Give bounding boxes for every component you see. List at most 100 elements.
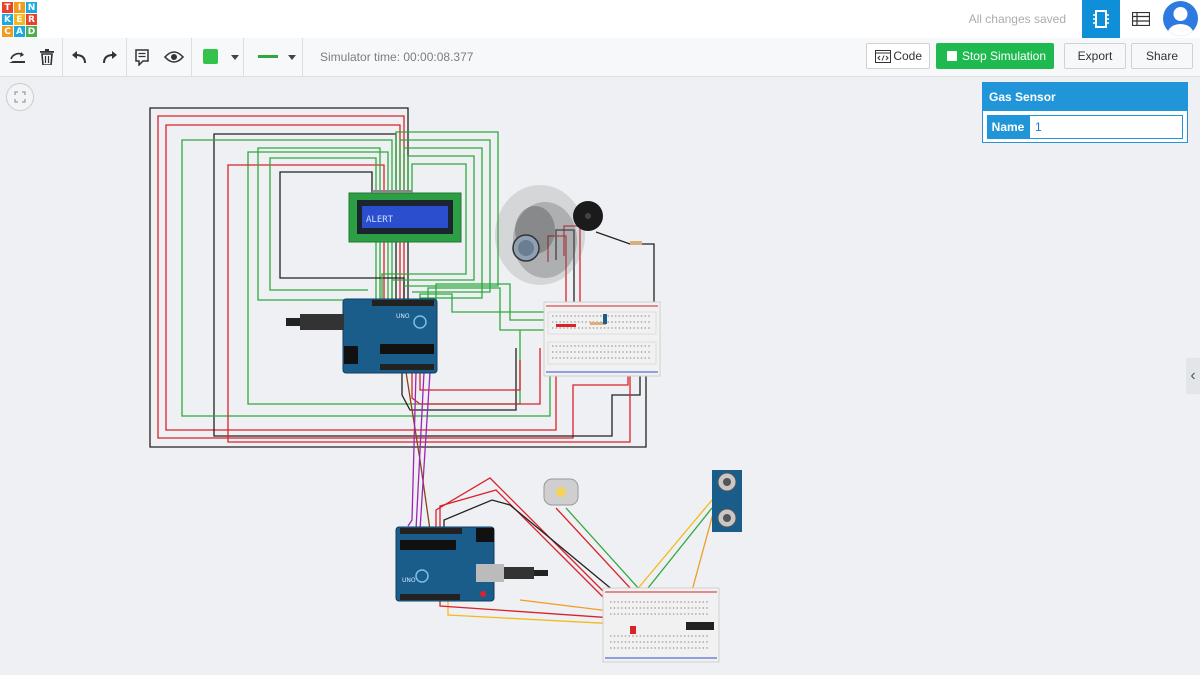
capacitor[interactable] xyxy=(603,314,607,324)
component-list-button[interactable] xyxy=(1122,0,1160,38)
chevron-down-icon[interactable] xyxy=(288,55,296,60)
wire[interactable] xyxy=(639,507,713,599)
export-label: Export xyxy=(1077,49,1113,63)
logo-letter: K xyxy=(2,14,13,25)
motor-driver-chip[interactable] xyxy=(686,622,714,630)
logo-letter: A xyxy=(14,26,25,37)
wire[interactable] xyxy=(547,235,567,312)
chevron-down-icon[interactable] xyxy=(231,55,239,60)
wire[interactable] xyxy=(399,139,491,293)
wire[interactable] xyxy=(401,348,517,411)
wire[interactable] xyxy=(395,131,499,287)
lcd-display[interactable]: ALERT xyxy=(348,190,462,243)
toolbar-divider xyxy=(62,38,63,76)
code-button[interactable]: Code xyxy=(866,43,930,69)
undo-icon xyxy=(72,51,86,64)
code-icon xyxy=(875,50,891,63)
visibility-icon xyxy=(164,51,184,63)
name-label: Name xyxy=(987,115,1029,139)
wire[interactable] xyxy=(279,171,405,300)
wire[interactable] xyxy=(419,360,521,391)
dc-motor[interactable] xyxy=(543,478,579,506)
gas-sensor[interactable] xyxy=(512,234,540,262)
svg-text:UNO: UNO xyxy=(396,313,410,320)
breadboard-top[interactable] xyxy=(543,301,661,377)
wire[interactable] xyxy=(435,283,580,321)
breadboard-bottom[interactable] xyxy=(602,587,720,663)
toolbar-divider xyxy=(126,38,127,76)
redo-icon xyxy=(103,51,117,64)
visibility-button[interactable] xyxy=(162,45,186,69)
wire[interactable] xyxy=(439,489,605,599)
wire[interactable] xyxy=(405,371,431,531)
piezo-buzzer[interactable] xyxy=(573,201,603,231)
logo-letter: I xyxy=(14,2,25,13)
lcd-text: ALERT xyxy=(366,215,394,225)
arduino-uno-top[interactable]: UNO xyxy=(286,298,438,374)
inspector-title: Gas Sensor xyxy=(983,83,1187,111)
wire[interactable] xyxy=(629,499,713,599)
notes-button[interactable] xyxy=(130,45,154,69)
editor-toolbar: Simulator time: 00:00:08.377 Code Stop S… xyxy=(0,38,1200,77)
top-bar: T I N K E R C A D All changes saved xyxy=(0,0,1200,39)
delete-button[interactable] xyxy=(35,45,59,69)
wire[interactable] xyxy=(563,225,581,310)
wire[interactable] xyxy=(565,507,641,591)
fit-view-button[interactable] xyxy=(6,83,34,111)
wire[interactable] xyxy=(419,293,560,313)
wire[interactable] xyxy=(407,371,417,527)
rotate-button[interactable] xyxy=(5,45,29,69)
wire[interactable] xyxy=(427,287,604,331)
toolbar-divider xyxy=(302,38,303,76)
delete-icon xyxy=(40,49,54,65)
wire[interactable] xyxy=(595,231,655,304)
stop-simulation-button[interactable]: Stop Simulation xyxy=(936,43,1054,69)
component-list-icon xyxy=(1132,12,1150,26)
wire-style-picker[interactable] xyxy=(258,55,278,58)
circuit-canvas[interactable]: ALERT UNO xyxy=(0,77,1200,675)
resistor[interactable] xyxy=(590,322,606,325)
save-status: All changes saved xyxy=(968,12,1066,26)
wire[interactable] xyxy=(227,164,631,443)
user-avatar[interactable] xyxy=(1163,1,1198,36)
circuit-view-icon xyxy=(1093,10,1109,28)
wire[interactable] xyxy=(555,229,575,310)
share-label: Share xyxy=(1145,49,1179,63)
wire[interactable] xyxy=(157,115,629,439)
ultrasonic-sensor[interactable] xyxy=(712,470,742,532)
logo-letter: N xyxy=(26,2,37,13)
wire[interactable] xyxy=(411,348,541,405)
wire[interactable] xyxy=(415,371,425,531)
tinkercad-logo[interactable]: T I N K E R C A D xyxy=(2,2,37,37)
logo-letter: T xyxy=(2,2,13,13)
notes-icon xyxy=(135,48,149,66)
undo-button[interactable] xyxy=(67,45,91,69)
wire[interactable] xyxy=(247,151,521,405)
logo-letter: E xyxy=(14,14,25,25)
name-input[interactable]: 1 xyxy=(1029,115,1183,139)
wire[interactable] xyxy=(403,147,483,299)
toolbar-divider xyxy=(191,38,192,76)
wire[interactable] xyxy=(181,139,551,417)
wire[interactable] xyxy=(381,163,467,300)
wire[interactable] xyxy=(391,155,475,300)
toolbar-divider xyxy=(243,38,244,76)
logo-letter: C xyxy=(2,26,13,37)
circuit-view-button[interactable] xyxy=(1082,0,1120,38)
gas-cloud xyxy=(495,185,585,285)
wire-color-picker[interactable] xyxy=(203,49,218,64)
export-button[interactable]: Export xyxy=(1064,43,1126,69)
wire[interactable] xyxy=(213,133,641,437)
collapse-panel-icon[interactable]: ‹ xyxy=(1186,358,1200,394)
wire[interactable] xyxy=(419,371,431,531)
stop-simulation-label: Stop Simulation xyxy=(961,49,1046,63)
led[interactable] xyxy=(556,324,576,327)
name-field-row: Name 1 xyxy=(987,115,1183,139)
arduino-uno-bottom[interactable]: UNO xyxy=(395,526,548,602)
redo-button[interactable] xyxy=(98,45,122,69)
led[interactable] xyxy=(630,626,636,634)
wire[interactable] xyxy=(443,499,621,597)
share-button[interactable]: Share xyxy=(1131,43,1193,69)
svg-text:UNO: UNO xyxy=(402,577,416,584)
resistor[interactable] xyxy=(630,241,642,245)
